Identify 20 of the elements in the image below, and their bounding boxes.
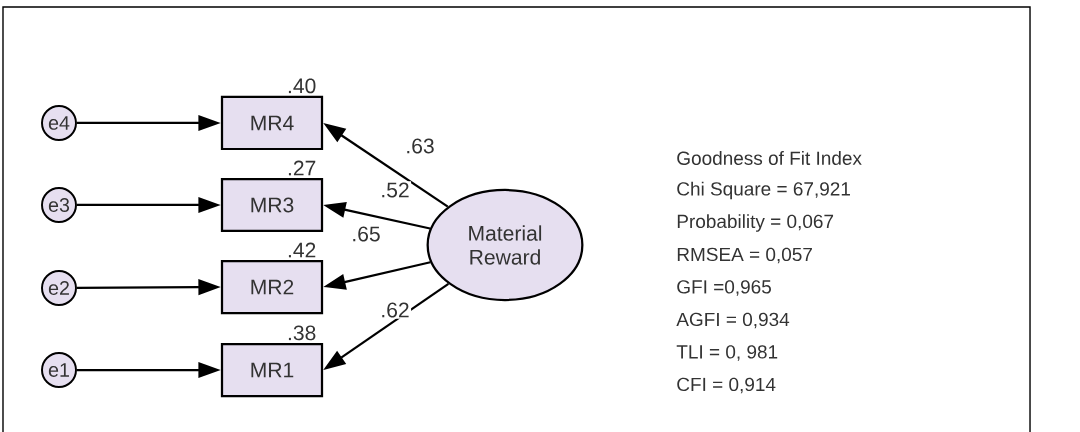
variable-box: MR1 xyxy=(220,342,324,398)
variable-box: MR2 xyxy=(220,259,324,315)
fit-index-text: GFI =0,965 xyxy=(677,280,771,296)
r-squared-value: .42 xyxy=(288,242,316,258)
variable-box: MR3 xyxy=(220,177,324,233)
fit-index-text: AGFI = 0,934 xyxy=(676,312,790,329)
fit-index-text: Chi Square = 67,921 xyxy=(677,181,850,200)
fit-index-text: TLI = 0, 981 xyxy=(676,345,778,361)
variable-box: MR4 xyxy=(220,95,324,151)
fit-index-text: RMSEA = 0,057 xyxy=(677,247,812,264)
r-squared-value: .38 xyxy=(288,325,316,341)
r-squared-value: .40 xyxy=(288,78,316,94)
r-squared-value: .27 xyxy=(288,160,316,176)
fit-index-text: Goodness of Fit Index xyxy=(677,151,862,165)
edge-label: .63 xyxy=(403,137,437,155)
edge-label: .52 xyxy=(378,181,412,199)
fit-index-text: CFI = 0,914 xyxy=(677,377,776,394)
fit-index-text: Probability = 0,067 xyxy=(677,214,834,232)
edge-label: .62 xyxy=(378,301,412,319)
edge-label: .65 xyxy=(349,225,383,243)
